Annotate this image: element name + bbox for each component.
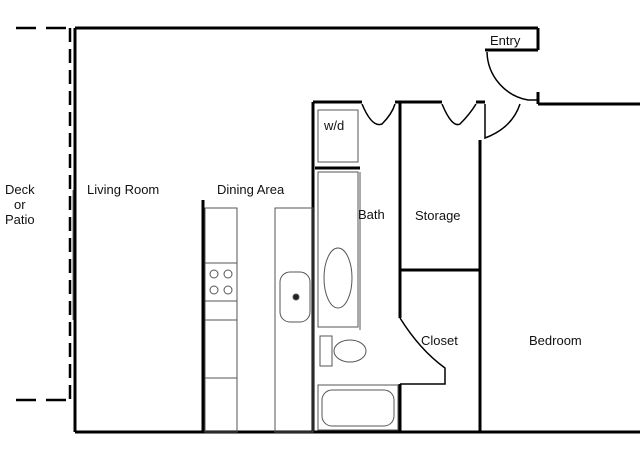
door-swings — [361, 51, 538, 385]
bathtub — [317, 384, 399, 431]
kitchen-sink — [279, 271, 311, 323]
wd-label: w/d — [324, 118, 345, 133]
bath-vanity — [317, 171, 359, 328]
washer-dryer — [317, 109, 359, 163]
bedroom-label: Bedroom — [529, 333, 582, 348]
patio-door — [16, 26, 74, 402]
deck-or-patio-label: Deck or Patio — [5, 182, 35, 227]
exterior-walls — [73, 26, 640, 434]
closet-door-swing — [399, 317, 446, 385]
dining-area-label: Dining Area — [217, 182, 285, 197]
kitchen-island — [274, 207, 314, 433]
bathtub-oval — [323, 247, 353, 309]
storage-door-swing — [441, 103, 477, 126]
burner-3 — [209, 285, 219, 295]
living-room-label: Living Room — [87, 182, 160, 197]
burner-2 — [223, 269, 233, 279]
patio-label: Patio — [5, 212, 35, 227]
stove — [204, 262, 238, 302]
entry-label: Entry — [490, 33, 521, 48]
entry-door-swing — [486, 51, 529, 101]
toilet-bowl — [333, 339, 367, 363]
burner-4 — [223, 285, 233, 295]
interior-walls — [201, 100, 485, 432]
closet-label: Closet — [421, 333, 458, 348]
bath-label: Bath — [358, 207, 385, 222]
bedroom-door-swing — [484, 103, 521, 140]
fixtures — [204, 109, 399, 433]
storage-label: Storage — [415, 208, 461, 223]
toilet-tank — [319, 335, 333, 367]
bathtub-inner — [321, 389, 395, 427]
wd-door-swing — [361, 103, 396, 126]
sink-drain — [292, 293, 300, 301]
or-label: or — [14, 197, 26, 212]
burner-1 — [209, 269, 219, 279]
deck-label: Deck — [5, 182, 35, 197]
